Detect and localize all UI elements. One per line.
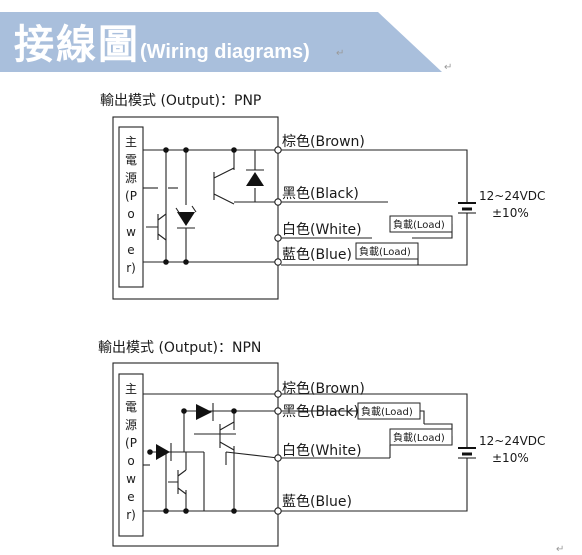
npn-white-terminal [274,454,282,462]
pnp-load-black-box [389,215,453,233]
pnp-junctions [163,147,237,265]
junction-dot [183,259,189,265]
pnp-black-terminal [274,198,282,206]
junction-dot [147,449,153,455]
pnp-diode-1 [246,172,264,186]
npn-battery-icon [458,447,476,459]
pnp-white-terminal [274,234,282,242]
pnp-brown-label: 棕色(Brown) [282,133,365,150]
npn-power-box [118,373,144,537]
power-char: 主 [125,135,137,149]
npn-brown-label: 棕色(Brown) [282,380,365,397]
title-en: (Wiring diagrams) [140,41,310,63]
pnp-power-box [118,126,144,288]
power-char: w [126,225,136,239]
pnp-internal-circuit [143,149,278,263]
npn-black-terminal [274,407,282,415]
npn-diode-1 [196,404,212,420]
pnp-white-label: 白色(White) [282,221,362,238]
npn-diode-2 [156,444,170,460]
npn-sensor-box [112,362,279,547]
power-char: 電 [125,400,137,414]
pnp-sensor-box [112,116,279,300]
junction-dot [231,408,237,414]
junction-dot [231,147,237,153]
pnp-load-blue-label: 負載(Load) [359,246,411,258]
power-char: r) [126,508,136,522]
page-title: 接線圖(Wiring diagrams) [14,12,310,70]
power-char: e [127,243,134,257]
pnp-load-black-label: 負載(Load) [393,219,445,231]
power-char: 源 [125,418,137,432]
power-char: o [127,207,134,221]
npn-diagram: 主 電 源 (P o w e r) [112,362,545,547]
npn-tolerance-label: ±10% [492,451,529,465]
power-char: w [126,472,136,486]
paragraph-mark-icon: ↵ [336,48,345,59]
junction-dot [163,259,169,265]
junction-dot [181,408,187,414]
banner-shape [0,12,442,72]
power-char: (P [125,436,137,450]
pnp-caption: 輸出模式 (Output)：PNP [100,93,262,109]
junction-dot [183,508,189,514]
power-char: 源 [125,171,137,185]
header-banner [0,12,442,72]
npn-load-white-label: 負載(Load) [393,432,445,444]
junction-dot [163,147,169,153]
pnp-diode-2 [177,212,195,226]
power-char: (P [125,189,137,203]
pnp-tolerance-label: ±10% [492,206,529,220]
paragraph-mark-icon: ↵ [556,544,565,555]
pnp-voltage-label: 12~24VDC [479,189,545,203]
pnp-brown-terminal [274,146,282,154]
pnp-blue-label: 藍色(Blue) [282,246,352,263]
npn-load-black-label: 負載(Load) [361,406,413,418]
npn-white-label: 白色(White) [282,442,362,459]
npn-load-white-box [389,428,453,446]
npn-junctions [147,408,237,514]
pnp-black-label: 黑色(Black) [282,185,359,202]
power-char: r) [126,261,136,275]
npn-caption: 輸出模式 (Output)：NPN [98,340,262,356]
npn-brown-terminal [274,390,282,398]
npn-blue-terminal [274,507,282,515]
npn-load-black-box [357,402,421,420]
pnp-blue-terminal [274,258,282,266]
junction-dot [231,508,237,514]
npn-internal-circuit [143,393,279,512]
junction-dot [163,508,169,514]
pnp-load-blue-box [355,242,419,260]
npn-power-label: 主 電 源 (P o w e r) [125,382,137,522]
paragraph-mark-icon: ↵ [444,62,453,73]
npn-blue-label: 藍色(Blue) [282,493,352,510]
power-char: e [127,490,134,504]
title-cjk: 接線圖 [14,22,140,68]
power-char: 主 [125,382,137,396]
pnp-diagram: 主 電 源 (P o w e r) [112,116,545,300]
npn-voltage-label: 12~24VDC [479,434,545,448]
pnp-battery-icon [458,202,476,214]
junction-dot [183,147,189,153]
power-char: o [127,454,134,468]
power-char: 電 [125,153,137,167]
pnp-power-label: 主 電 源 (P o w e r) [125,135,137,275]
